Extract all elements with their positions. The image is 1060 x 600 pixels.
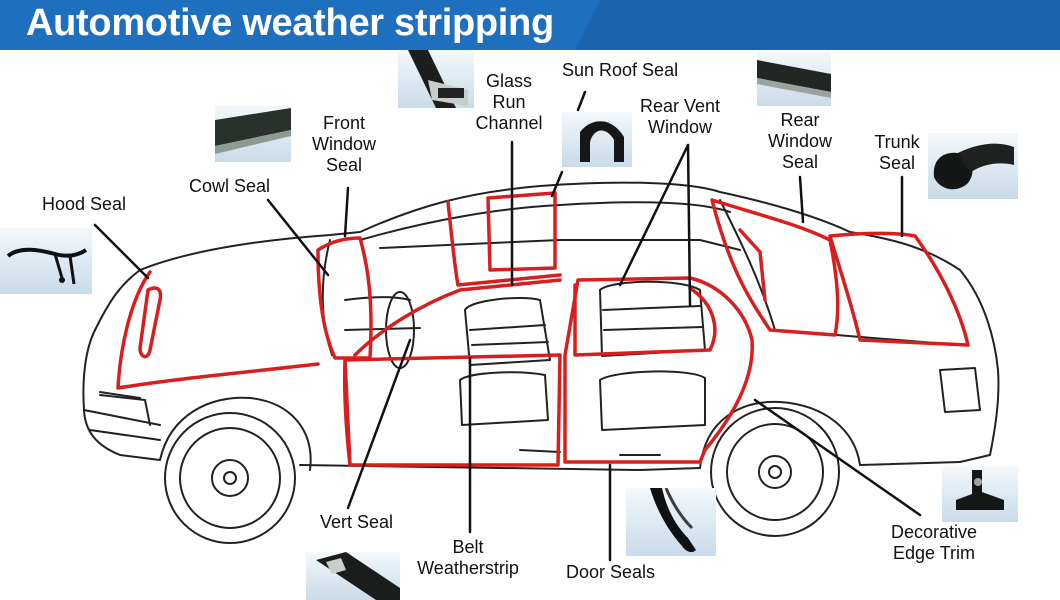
sun-roof-seal-sample: [562, 112, 632, 167]
glass-run-channel-sample: [398, 50, 474, 108]
rear-door-seal-path: [563, 276, 754, 464]
door-seals-label: Door Seals: [566, 562, 656, 582]
sun-roof-seal-label: Sun Roof Seal: [562, 60, 679, 80]
front-window-seal-path: [316, 236, 373, 360]
leader-vert-seal: [346, 338, 412, 510]
front-door-window-path: [446, 200, 562, 287]
hood-seal-label: Hood Seal: [42, 194, 127, 214]
leader-decorative-edge-trim: [753, 398, 922, 517]
leader-rear-vent-window-b: [686, 143, 692, 307]
rear-window-seal-sample: [757, 52, 831, 106]
seal-paths: [116, 191, 970, 467]
front-door-frame-path: [353, 278, 562, 357]
cowl-seal-label: Cowl Seal: [189, 176, 271, 196]
leader-rear-window-seal: [798, 175, 805, 224]
car-outline: [82, 181, 1000, 544]
hood-vent-path: [138, 286, 163, 359]
edge-trim-sample: [942, 466, 1018, 522]
vert-seal-sample: [306, 552, 400, 600]
belt-weatherstrip-label: Belt Weatherstrip: [417, 537, 519, 578]
leader-rear-vent-window-a: [618, 143, 690, 287]
trunk-seal-sample: [928, 133, 1018, 199]
decorative-edge-trim-label: Decorative Edge Trim: [890, 522, 978, 563]
glass-run-channel-path: [486, 191, 557, 272]
leader-hood-seal: [93, 223, 150, 280]
leader-front-window-seal: [343, 186, 350, 238]
hood-seal-sample: [0, 228, 92, 294]
leader-cowl-seal: [266, 198, 330, 277]
leader-lines: [93, 90, 922, 562]
rear-vent-window-path: [573, 283, 717, 357]
title-banner: Automotive weather stripping: [0, 0, 1060, 50]
vert-seal-label: Vert Seal: [320, 512, 394, 532]
trunk-seal-label: Trunk Seal: [874, 132, 920, 173]
front-window-seal-label: Front Window Seal: [311, 113, 377, 175]
front-door-seal-path: [342, 353, 562, 467]
banner-background: [0, 0, 1060, 50]
rear-window-seal-label: Rear Window Seal: [767, 110, 833, 172]
glass-run-channel-label: Glass Run Channel: [475, 71, 543, 133]
hood-seal-path: [116, 270, 320, 390]
cowl-seal-sample: [215, 106, 291, 162]
rear-quarter-seal-path: [738, 228, 767, 302]
door-seal-sample: [626, 488, 716, 556]
page-title: Automotive weather stripping: [26, 2, 554, 44]
leader-sun-roof-seal: [576, 90, 587, 112]
rear-vent-window-label: Rear Vent Window: [639, 96, 721, 137]
trunk-seal-path: [828, 231, 970, 347]
leader-sun-roof-seal-2: [550, 170, 564, 198]
rear-window-seal-path: [710, 198, 840, 337]
